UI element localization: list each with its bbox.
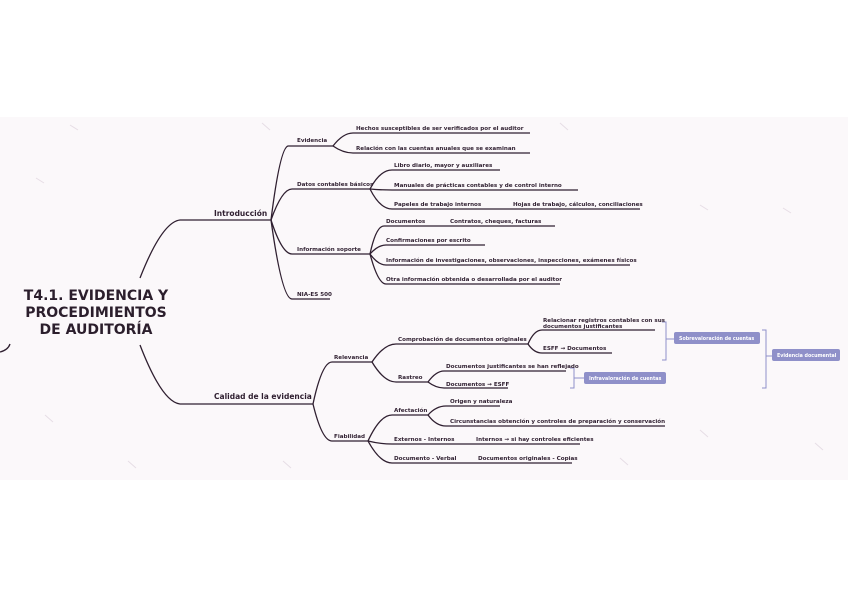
node-datos-item-2: Manuales de prácticas contables y de con… <box>394 182 562 189</box>
tag-evidencia-documental <box>772 349 840 361</box>
edge-rastreo-2 <box>427 381 508 389</box>
left-connector <box>0 343 11 353</box>
edge-rastreo <box>371 361 428 383</box>
node-comprobacion-item-1b: documentos justificantes <box>543 324 623 330</box>
node-rastreo-item-2: Documentos → ESFF <box>446 382 509 388</box>
node-info-item-3: Otra información obtenida o desarrollada… <box>386 276 562 283</box>
tag-infravaloracion-label: Infravaloración de cuentas <box>589 375 661 382</box>
node-afectacion-item-1: Origen y naturaleza <box>450 399 513 405</box>
node-info-documentos: Documentos <box>386 219 426 225</box>
tag-infravaloracion <box>584 372 666 384</box>
node-documento: Documento - Verbal <box>394 456 456 462</box>
node-fiabilidad: Fiabilidad <box>334 434 365 440</box>
mindmap-canvas <box>0 117 848 480</box>
node-rastreo-item-1: Documentos justificantes se han reflejad… <box>446 364 579 370</box>
node-info-documentos-detail: Contratos, cheques, facturas <box>450 219 542 225</box>
node-datos: Datos contables básicos <box>297 181 374 188</box>
bracket-sobrevaloracion <box>662 321 667 361</box>
node-externos-detail: Internos → si hay controles eficientes <box>476 437 594 443</box>
root-title-line-1: T4.1. EVIDENCIA Y <box>24 288 169 304</box>
node-info-item-2: Información de investigaciones, observac… <box>386 257 637 264</box>
node-datos-item-3: Papeles de trabajo internos <box>394 202 482 208</box>
node-relevancia: Relevancia <box>334 355 368 361</box>
edge-afect-2 <box>427 414 665 427</box>
edge-comp-2 <box>527 343 612 354</box>
edge-relevancia <box>312 361 372 405</box>
node-rastreo: Rastreo <box>398 375 423 381</box>
node-externos: Externos - Internos <box>394 437 455 443</box>
edge-externos <box>367 440 580 445</box>
node-info-item-1: Confirmaciones por escrito <box>386 238 471 244</box>
node-comprobacion: Comprobación de documentos originales <box>398 336 527 343</box>
edge-documento <box>367 440 572 464</box>
node-documento-detail: Documentos originales - Copias <box>478 456 578 462</box>
bracket-infravaloracion <box>570 367 575 389</box>
node-evidencia-item-2: Relación con las cuentas anuales que se … <box>356 145 516 152</box>
edge-info <box>270 219 370 255</box>
node-datos-extra: Hojas de trabajo, cálculos, conciliacion… <box>513 201 643 208</box>
edge-afect-1 <box>427 405 500 416</box>
edge-nia <box>270 219 330 300</box>
node-evidencia-item-1: Hechos susceptibles de ser verificados p… <box>356 126 524 132</box>
edge-datos-1 <box>369 169 500 190</box>
edge-comprobacion <box>371 343 528 363</box>
node-evidencia: Evidencia <box>297 138 327 144</box>
root-title-line-2: PROCEDIMIENTOS <box>25 305 167 321</box>
edge-rastreo-1 <box>427 370 566 383</box>
edge-info-3 <box>369 253 630 266</box>
edge-info-1 <box>369 225 555 255</box>
edge-datos-2 <box>369 188 578 191</box>
edge-info-2 <box>369 244 485 255</box>
node-afectacion-item-2: Circunstancias obtención y controles de … <box>450 418 665 425</box>
node-datos-item-1: Libro diario, mayor y auxiliares <box>394 163 493 169</box>
node-comprobacion-item-1a: Relacionar registros contables con sus <box>543 318 666 324</box>
node-calidad: Calidad de la evidencia <box>214 392 312 401</box>
node-nia: NIA-ES 500 <box>297 292 332 298</box>
tag-sobrevaloracion-label: Sobrevaloración de cuentas <box>679 335 754 342</box>
edge-evid-2 <box>332 145 530 154</box>
root-title-line-3: DE AUDITORÍA <box>40 321 153 338</box>
background-dashes <box>35 122 824 469</box>
edge-root-calidad <box>139 344 313 405</box>
edge-info-4 <box>369 253 560 285</box>
edge-root-introduccion <box>139 219 271 279</box>
bracket-evidencia-documental <box>762 329 767 389</box>
edge-comp-1 <box>527 329 655 345</box>
node-introduccion: Introducción <box>214 209 267 218</box>
edge-evidencia <box>270 145 333 221</box>
edge-datos <box>270 188 370 221</box>
edge-evid-1 <box>332 132 530 147</box>
node-comprobacion-item-2: ESFF → Documentos <box>543 346 607 352</box>
edge-datos-3 <box>369 188 640 210</box>
node-afectacion: Afectación <box>394 407 427 414</box>
edge-afectacion <box>367 414 428 442</box>
edge-fiabilidad <box>312 403 368 442</box>
tag-evidencia-documental-label: Evidencia documental <box>777 353 837 359</box>
node-info: Información soporte <box>297 246 361 253</box>
tag-sobrevaloracion <box>674 332 760 344</box>
